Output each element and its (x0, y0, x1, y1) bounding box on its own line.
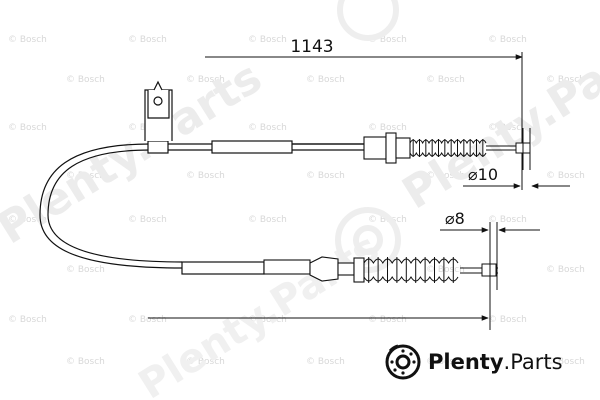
watermark-brand: © Bosch (128, 315, 167, 325)
watermark-large-right: Plenty.Parts (394, 17, 600, 220)
cable (39, 140, 364, 275)
watermark-brand: © Bosch (488, 123, 527, 133)
dimension-diameter-upper: ⌀10 (463, 165, 570, 189)
plenty-parts-logo: Plenty.Parts (384, 342, 563, 382)
upper-cable-end (486, 128, 531, 170)
bellows-top-edge (363, 258, 459, 264)
lower-cable-end (460, 222, 498, 330)
diameter-upper-label: ⌀10 (468, 165, 498, 184)
watermark-brand: © Bosch (426, 75, 465, 85)
upper-end-fitting (363, 132, 411, 164)
logo-text: Plenty.Parts (428, 350, 563, 374)
watermark-brand: © Bosch (368, 315, 407, 325)
watermark-brand: © Bosch (426, 357, 465, 367)
watermark-brand: © Bosch (8, 215, 47, 225)
brake-disc-icon (385, 344, 421, 380)
watermark-brand: © Bosch (186, 171, 225, 181)
watermark-brand: © Bosch (488, 315, 527, 325)
watermark-brand: © Bosch (128, 35, 167, 45)
watermark-brand: © Bosch (248, 123, 287, 133)
watermark-brand: © Bosch (368, 123, 407, 133)
watermark-brand: © Bosch (8, 35, 47, 45)
watermark-brand: © Bosch (488, 35, 527, 45)
watermark-brand: © Bosch (66, 75, 105, 85)
watermark-brand: © Bosch (426, 265, 465, 275)
watermark-brand: © Bosch (426, 171, 465, 181)
lower-end-fitting (263, 256, 365, 283)
watermark-brand: © Bosch (306, 357, 345, 367)
upper-bellows (409, 139, 487, 157)
bellows-bottom-edge (363, 276, 459, 282)
watermark-large-bottom: Plenty.Parts (131, 225, 387, 400)
watermark-disc-icon (335, 0, 401, 273)
watermark-brand: © Bosch (66, 171, 105, 181)
bellows-top-edge (409, 139, 487, 145)
lower-bellows (363, 257, 459, 283)
mounting-bracket (144, 80, 173, 141)
logo-text-bold: Plenty (428, 350, 504, 374)
watermark-brand: © Bosch (546, 265, 585, 275)
bellows-bottom-edge (409, 151, 487, 157)
watermark-brand: © Bosch (248, 215, 287, 225)
watermark-brand: © Bosch (186, 357, 225, 367)
watermark-brand: © Bosch (8, 123, 47, 133)
diameter-lower-label: ⌀8 (445, 209, 465, 228)
watermark-brand: © Bosch (488, 215, 527, 225)
watermark-brand: © Bosch (306, 171, 345, 181)
watermark-brand: © Bosch (248, 35, 287, 45)
watermark-brand: © Bosch (248, 315, 287, 325)
watermark-brand: © Bosch (546, 171, 585, 181)
watermark-brand: © Bosch (66, 265, 105, 275)
watermark-brand: © Bosch (186, 75, 225, 85)
watermark-layer: © Bosch © Bosch © Bosch © Bosch © Bosch © Bos… (8, 35, 585, 367)
watermark-brand: © Bosch (128, 215, 167, 225)
watermark-brand: © Bosch (546, 357, 585, 367)
watermark-brand: © Bosch (8, 315, 47, 325)
watermark-brand: © Bosch (546, 75, 585, 85)
watermark-brand: © Bosch (368, 35, 407, 45)
watermark-brand: © Bosch (306, 75, 345, 85)
dimension-diameter-lower: ⌀8 (440, 209, 540, 233)
logo-text-rest: .Parts (503, 350, 563, 374)
watermark-brand: © Bosch (66, 357, 105, 367)
dimension-length: 1143 (205, 37, 523, 190)
length-label: 1143 (290, 37, 333, 57)
